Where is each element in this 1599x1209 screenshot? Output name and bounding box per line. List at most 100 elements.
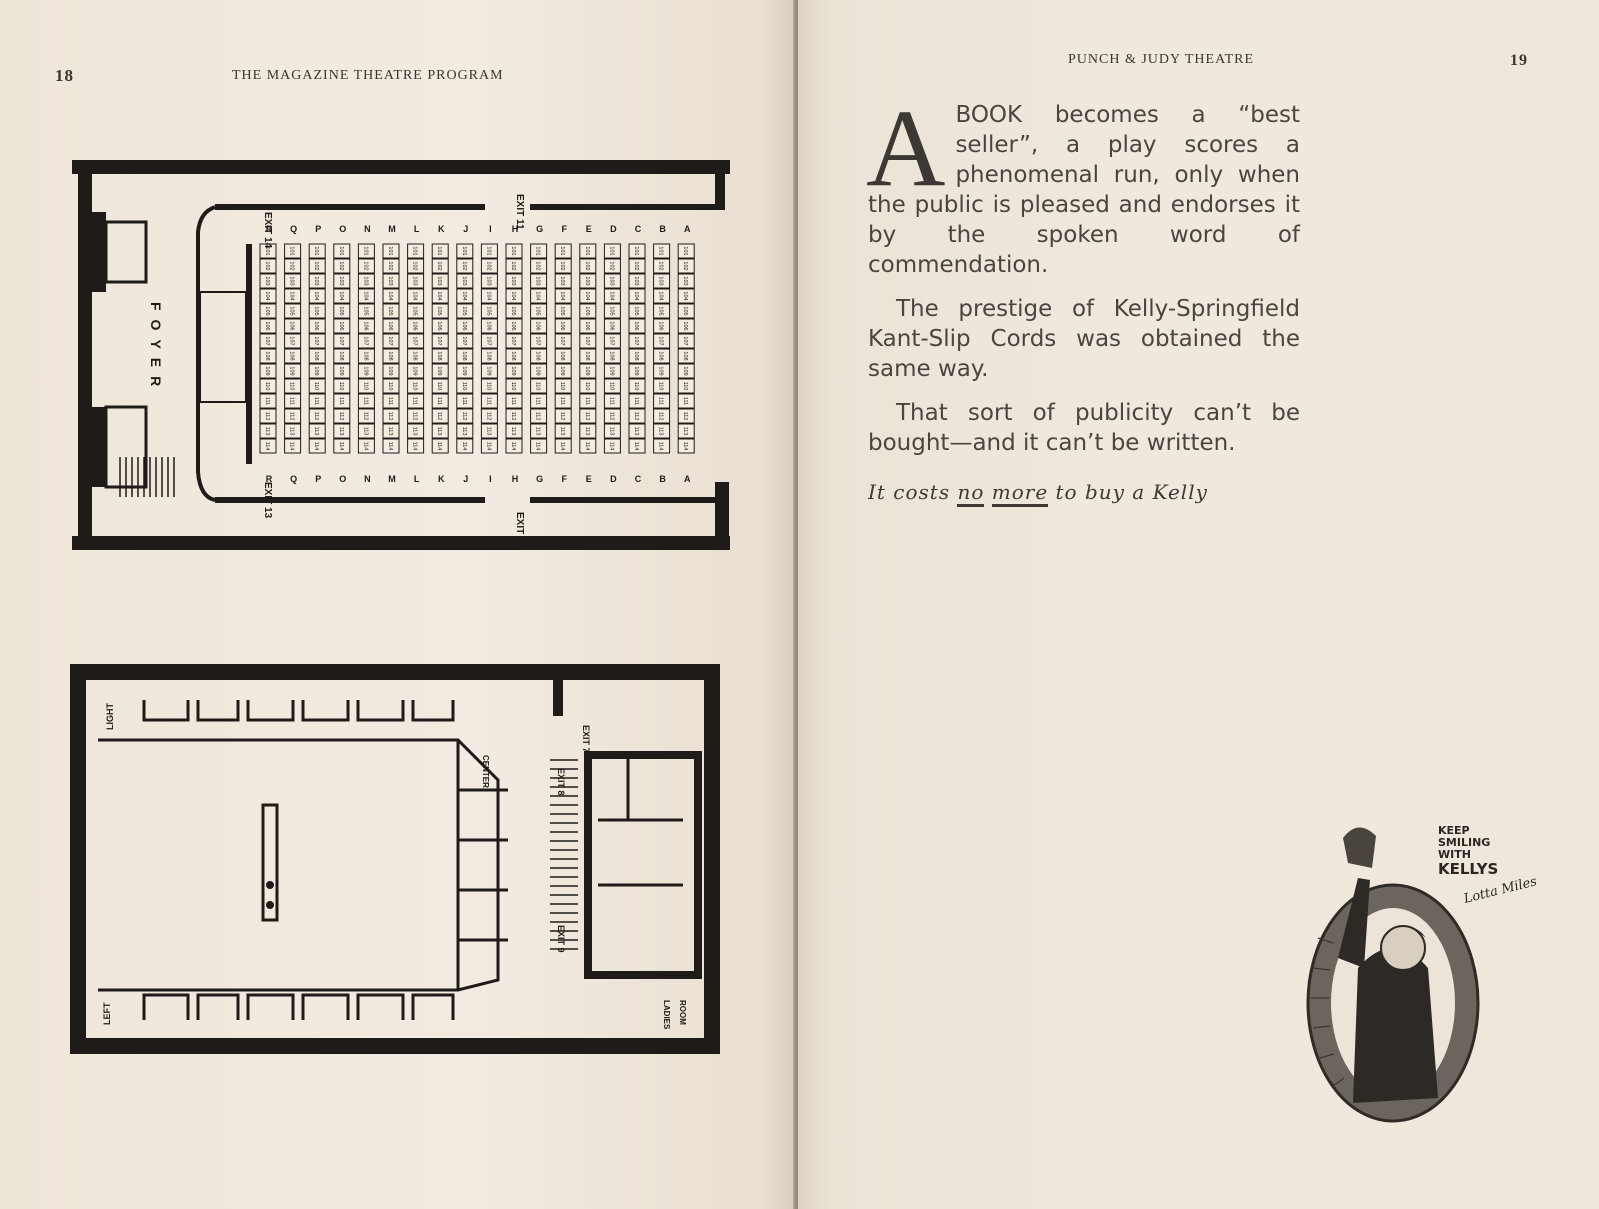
seat-g-108[interactable]: [530, 348, 548, 364]
seat-g-112[interactable]: [530, 408, 548, 424]
seat-f-112[interactable]: [554, 408, 572, 424]
seat-l-105[interactable]: [407, 303, 425, 319]
seat-d-113[interactable]: [603, 423, 621, 439]
seat-i-111[interactable]: [480, 393, 498, 409]
seat-n-111[interactable]: [357, 393, 375, 409]
seat-e-102[interactable]: [579, 258, 597, 274]
seat-p-102[interactable]: [308, 258, 326, 274]
seat-o-105[interactable]: [333, 303, 351, 319]
seat-h-101[interactable]: [505, 243, 523, 259]
seat-p-111[interactable]: [308, 393, 326, 409]
seat-q-114[interactable]: [284, 438, 302, 454]
seat-h-110[interactable]: [505, 378, 523, 394]
seat-p-106[interactable]: [308, 318, 326, 334]
seat-a-114[interactable]: [677, 438, 695, 454]
seat-h-109[interactable]: [505, 363, 523, 379]
seat-p-114[interactable]: [308, 438, 326, 454]
seat-d-101[interactable]: [603, 243, 621, 259]
seat-e-106[interactable]: [579, 318, 597, 334]
seat-a-107[interactable]: [677, 333, 695, 349]
seat-h-112[interactable]: [505, 408, 523, 424]
seat-f-108[interactable]: [554, 348, 572, 364]
seat-l-113[interactable]: [407, 423, 425, 439]
seat-b-102[interactable]: [653, 258, 671, 274]
seat-k-111[interactable]: [431, 393, 449, 409]
seat-n-104[interactable]: [357, 288, 375, 304]
seat-p-108[interactable]: [308, 348, 326, 364]
seat-b-108[interactable]: [653, 348, 671, 364]
seat-p-109[interactable]: [308, 363, 326, 379]
seat-c-107[interactable]: [628, 333, 646, 349]
seat-p-103[interactable]: [308, 273, 326, 289]
seat-r-110[interactable]: [259, 378, 277, 394]
seat-n-106[interactable]: [357, 318, 375, 334]
seat-m-101[interactable]: [382, 243, 400, 259]
seat-p-107[interactable]: [308, 333, 326, 349]
seat-d-106[interactable]: [603, 318, 621, 334]
seat-p-105[interactable]: [308, 303, 326, 319]
seat-o-106[interactable]: [333, 318, 351, 334]
seat-f-101[interactable]: [554, 243, 572, 259]
seat-j-110[interactable]: [456, 378, 474, 394]
seat-c-106[interactable]: [628, 318, 646, 334]
seat-i-107[interactable]: [480, 333, 498, 349]
seat-j-112[interactable]: [456, 408, 474, 424]
seat-f-111[interactable]: [554, 393, 572, 409]
seat-p-101[interactable]: [308, 243, 326, 259]
seat-q-108[interactable]: [284, 348, 302, 364]
seat-k-101[interactable]: [431, 243, 449, 259]
seat-h-111[interactable]: [505, 393, 523, 409]
seat-k-113[interactable]: [431, 423, 449, 439]
seat-h-105[interactable]: [505, 303, 523, 319]
seat-j-113[interactable]: [456, 423, 474, 439]
seat-r-102[interactable]: [259, 258, 277, 274]
seat-q-111[interactable]: [284, 393, 302, 409]
seat-f-102[interactable]: [554, 258, 572, 274]
seat-l-106[interactable]: [407, 318, 425, 334]
seat-i-112[interactable]: [480, 408, 498, 424]
seat-j-104[interactable]: [456, 288, 474, 304]
seat-j-102[interactable]: [456, 258, 474, 274]
seat-b-110[interactable]: [653, 378, 671, 394]
seat-f-106[interactable]: [554, 318, 572, 334]
seat-g-111[interactable]: [530, 393, 548, 409]
seat-n-103[interactable]: [357, 273, 375, 289]
seat-k-112[interactable]: [431, 408, 449, 424]
seat-g-110[interactable]: [530, 378, 548, 394]
seat-o-107[interactable]: [333, 333, 351, 349]
seat-r-107[interactable]: [259, 333, 277, 349]
seat-c-102[interactable]: [628, 258, 646, 274]
seat-i-105[interactable]: [480, 303, 498, 319]
seat-q-104[interactable]: [284, 288, 302, 304]
seat-d-109[interactable]: [603, 363, 621, 379]
seat-o-113[interactable]: [333, 423, 351, 439]
seat-f-104[interactable]: [554, 288, 572, 304]
seat-n-110[interactable]: [357, 378, 375, 394]
seat-i-101[interactable]: [480, 243, 498, 259]
seat-k-109[interactable]: [431, 363, 449, 379]
seat-m-111[interactable]: [382, 393, 400, 409]
seat-i-103[interactable]: [480, 273, 498, 289]
seat-b-107[interactable]: [653, 333, 671, 349]
seat-j-114[interactable]: [456, 438, 474, 454]
seat-n-114[interactable]: [357, 438, 375, 454]
seat-o-112[interactable]: [333, 408, 351, 424]
seat-k-114[interactable]: [431, 438, 449, 454]
seat-d-108[interactable]: [603, 348, 621, 364]
seat-b-104[interactable]: [653, 288, 671, 304]
seat-m-105[interactable]: [382, 303, 400, 319]
seat-m-103[interactable]: [382, 273, 400, 289]
seat-p-112[interactable]: [308, 408, 326, 424]
seat-n-107[interactable]: [357, 333, 375, 349]
seat-d-110[interactable]: [603, 378, 621, 394]
seat-e-103[interactable]: [579, 273, 597, 289]
seat-g-114[interactable]: [530, 438, 548, 454]
seat-k-107[interactable]: [431, 333, 449, 349]
seat-h-114[interactable]: [505, 438, 523, 454]
seat-b-109[interactable]: [653, 363, 671, 379]
seat-a-106[interactable]: [677, 318, 695, 334]
seat-p-110[interactable]: [308, 378, 326, 394]
seat-a-105[interactable]: [677, 303, 695, 319]
seat-f-107[interactable]: [554, 333, 572, 349]
seat-r-109[interactable]: [259, 363, 277, 379]
